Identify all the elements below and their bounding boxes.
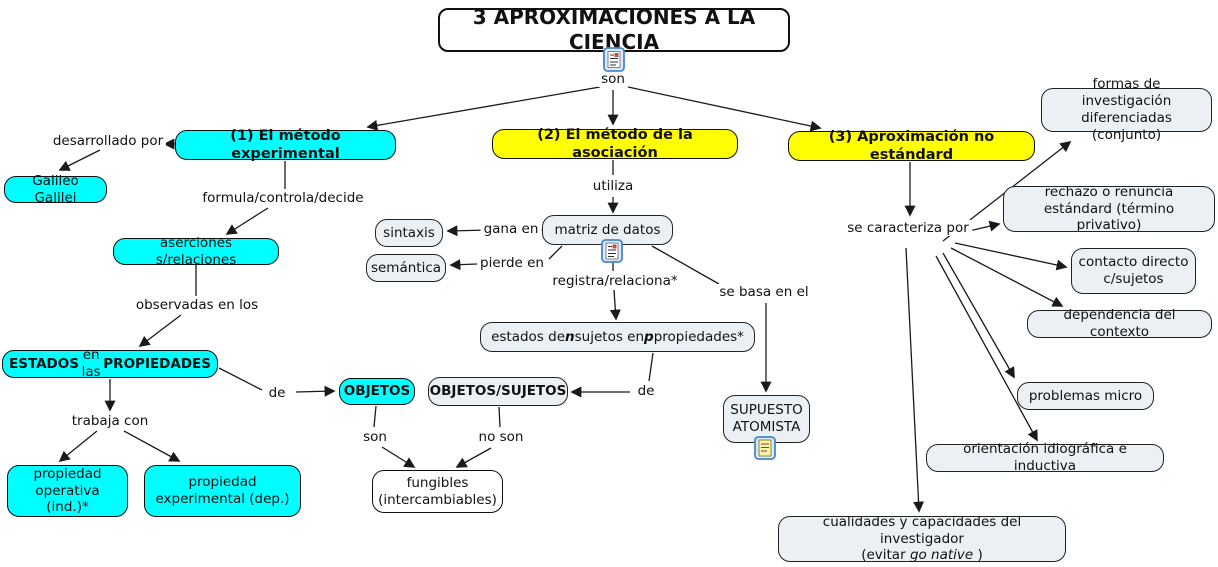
node-aserciones[interactable]: aserciones s/relaciones bbox=[113, 235, 279, 268]
node-problemas-micro[interactable]: problemas micro bbox=[1017, 382, 1154, 410]
node-objetos-sujetos[interactable]: OBJETOS/SUJETOS bbox=[428, 377, 568, 406]
node-galileo-galilei[interactable]: Galileo Galilei bbox=[4, 173, 107, 206]
link-label-formula-controla-decide[interactable]: formula/controla/decide bbox=[199, 190, 367, 206]
node-contacto-directo[interactable]: contacto directo c/sujetos bbox=[1071, 248, 1196, 294]
node-dependencia-contexto[interactable]: dependencia del contexto bbox=[1027, 307, 1212, 340]
link-label-se-basa-en-el[interactable]: se basa en el bbox=[716, 284, 812, 300]
node-propiedad-operativa[interactable]: propiedad operativa (ind.)* bbox=[7, 465, 128, 517]
estados-bold: ESTADOS bbox=[9, 355, 79, 372]
link-label-se-caracteriza-por[interactable]: se caracteriza por bbox=[844, 220, 972, 236]
note-resource-icon[interactable] bbox=[754, 436, 776, 464]
document-resource-icon[interactable] bbox=[603, 47, 625, 76]
link-label-desarrollado-por[interactable]: desarrollado por bbox=[49, 133, 167, 149]
cualidades-line1: cualidades y capacidades del investigado… bbox=[822, 513, 1022, 547]
node-cualidades-investigador[interactable]: cualidades y capacidades del investigado… bbox=[778, 513, 1066, 564]
node-fungibles[interactable]: fungibles (intercambiables) bbox=[372, 470, 503, 513]
link-label-de-left[interactable]: de bbox=[265, 385, 289, 401]
node-propiedad-experimental[interactable]: propiedad experimental (dep.) bbox=[144, 465, 301, 517]
link-label-trabaja-con[interactable]: trabaja con bbox=[68, 413, 152, 429]
node-estados-n-p[interactable]: estados de n sujetos en p propiedades* bbox=[480, 322, 755, 352]
document-resource-icon[interactable] bbox=[601, 239, 623, 267]
estados-np-p3: propiedades* bbox=[653, 328, 744, 345]
node-orientacion-idiografica[interactable]: orientación idiográfica e inductiva bbox=[926, 441, 1164, 474]
estados-np-p2: sujetos en bbox=[574, 328, 645, 345]
node-formas-investigacion[interactable]: formas de investigación diferenciadas (c… bbox=[1041, 76, 1212, 143]
node-metodo-asociacion[interactable]: (2) El método de la asociación bbox=[492, 127, 738, 161]
node-sintaxis[interactable]: sintaxis bbox=[375, 219, 443, 247]
link-label-son[interactable]: son bbox=[598, 71, 628, 87]
estados-np-p1: estados de bbox=[491, 328, 566, 345]
node-matriz-de-datos[interactable]: matriz de datos bbox=[542, 215, 673, 245]
link-label-de-mid[interactable]: de bbox=[634, 383, 658, 399]
n-variable: n bbox=[565, 328, 575, 345]
p-variable: p bbox=[644, 328, 654, 345]
estados-mid: en las bbox=[81, 347, 101, 380]
node-rechazo-renuncia[interactable]: rechazo o renuncia estándard (término pr… bbox=[1003, 184, 1215, 233]
link-label-gana-en[interactable]: gana en bbox=[480, 221, 542, 237]
link-label-utiliza[interactable]: utiliza bbox=[589, 178, 637, 194]
map-title-node[interactable]: 3 APROXIMACIONES A LA CIENCIA bbox=[438, 5, 790, 54]
node-aproximacion-no-estandard[interactable]: (3) Aproximación no estándard bbox=[788, 129, 1035, 163]
go-native-italic: go native bbox=[909, 547, 974, 564]
link-label-registra-relaciona[interactable]: registra/relaciona* bbox=[549, 273, 681, 289]
link-label-observadas-en-los[interactable]: observadas en los bbox=[132, 297, 262, 313]
link-label-son-objetos[interactable]: son bbox=[360, 429, 390, 445]
node-objetos[interactable]: OBJETOS bbox=[339, 378, 415, 405]
node-semantica[interactable]: semántica bbox=[366, 254, 446, 282]
cualidades-line2: (evitar go native ) bbox=[861, 547, 983, 564]
node-estados-propiedades[interactable]: ESTADOS en las PROPIEDADES bbox=[2, 347, 218, 380]
node-supuesto-atomista[interactable]: SUPUESTO ATOMISTA bbox=[723, 395, 810, 443]
node-metodo-experimental[interactable]: (1) El método experimental bbox=[175, 128, 396, 162]
link-label-pierde-en[interactable]: pierde en bbox=[477, 255, 547, 271]
link-label-no-son[interactable]: no son bbox=[475, 429, 527, 445]
propiedades-bold: PROPIEDADES bbox=[103, 355, 211, 372]
